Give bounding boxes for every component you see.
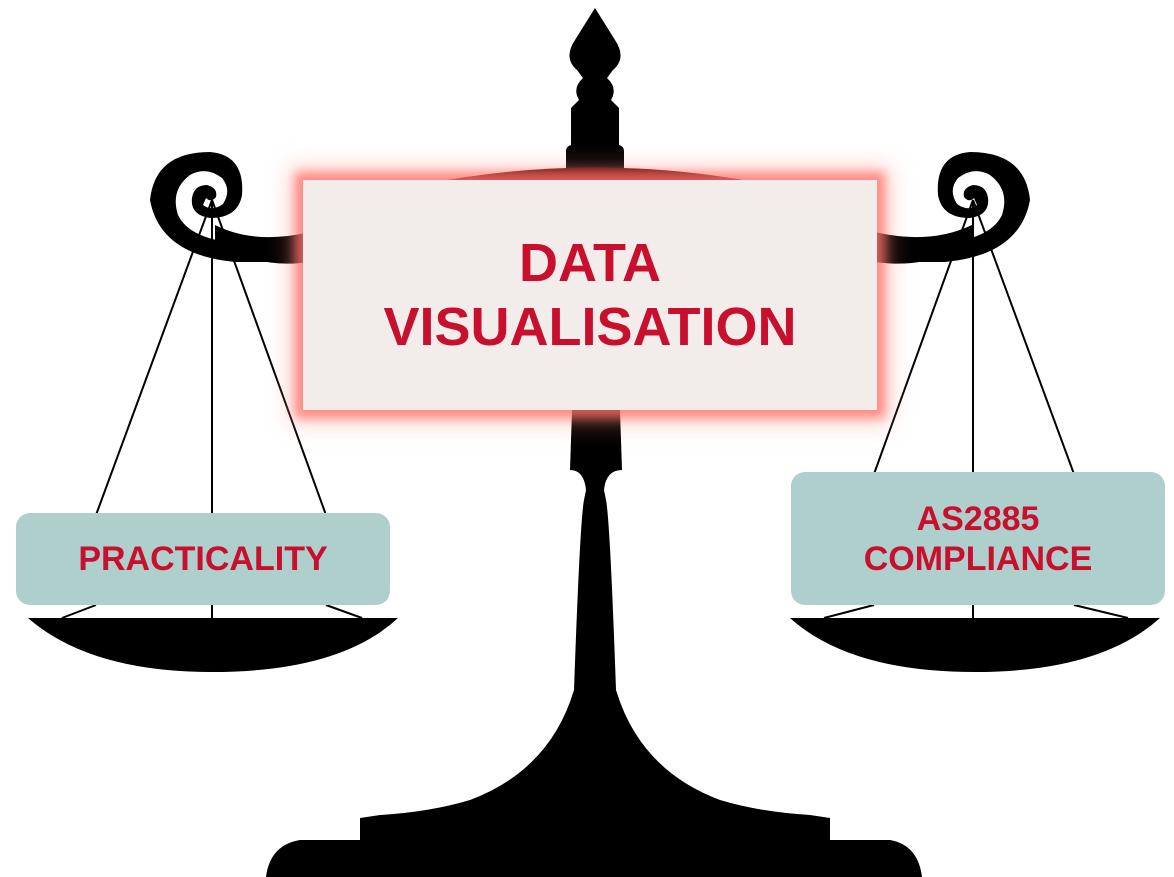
right-curl-icon (875, 152, 1030, 262)
compliance-label: AS2885 COMPLIANCE (863, 499, 1093, 578)
right-pan-strings (823, 199, 1129, 619)
base (266, 840, 922, 877)
left-pan-strings (61, 199, 363, 619)
right-pan-bowl (790, 618, 1160, 672)
right-pan-label: AS2885 COMPLIANCE (791, 472, 1165, 605)
practicality-label: PRACTICALITY (78, 540, 328, 578)
left-curl-icon (150, 152, 310, 262)
left-pan-bowl (28, 618, 398, 672)
title-text: DATA VISUALISATION (383, 233, 797, 357)
pillar (360, 410, 830, 848)
finial-icon (569, 8, 621, 150)
left-pan-label: PRACTICALITY (16, 513, 390, 605)
title-box: DATA VISUALISATION (303, 180, 877, 410)
